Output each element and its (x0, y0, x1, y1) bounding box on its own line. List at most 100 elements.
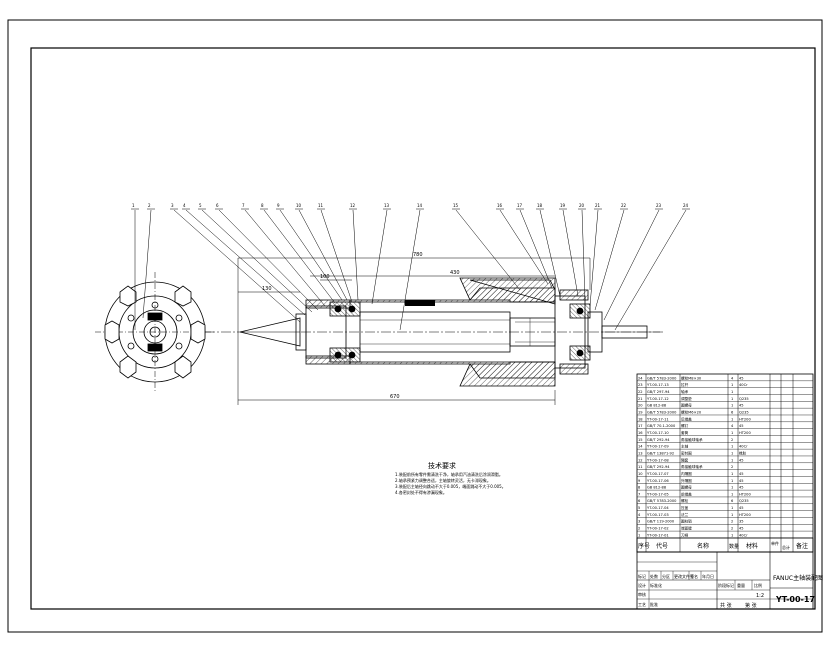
tb-stage: 阶段标记 (718, 582, 734, 588)
bom-cell-code: GB/T 70.1-2000 (647, 424, 676, 428)
callout-leader (263, 209, 336, 304)
callout-label: 17 (517, 203, 523, 208)
callout-leader (499, 209, 549, 285)
tb-design: 设计 (638, 582, 646, 588)
bom-cell-name: 法兰 (681, 512, 689, 517)
callout-label: 5 (199, 203, 202, 208)
callout-label: 9 (277, 203, 280, 208)
bom-cell-no: 18 (638, 417, 643, 421)
bom-cell-qty: 4 (731, 424, 734, 428)
callout-label: 3 (171, 203, 174, 208)
bom-cell-name: 圆螺母 (681, 485, 692, 490)
callout-leader (455, 209, 521, 291)
bom-cell-code: YT-00-17-13 (647, 383, 669, 387)
bom-cell-name: 圆螺母 (681, 403, 692, 408)
bom-cell-code: GB/T 5783-2000 (647, 410, 677, 414)
callout-label: 23 (656, 203, 662, 208)
callout-label: 15 (453, 203, 459, 208)
bom-cell-qty: 2 (731, 465, 733, 469)
bom-cell-code: YT-00-17-05 (647, 492, 669, 496)
bom-cell-material: 40Cr (739, 445, 748, 449)
bom-cell-material: HT200 (739, 492, 751, 496)
callout-label: 8 (261, 203, 264, 208)
callout-leader (603, 209, 660, 321)
bom-header-name: 名称 (697, 542, 709, 550)
bom-cell-no: 6 (638, 499, 641, 503)
callout-leader (279, 209, 343, 301)
bom-cell-qty: 1 (731, 472, 733, 476)
bom-cell-no: 1 (638, 533, 640, 537)
callout-leader (614, 209, 687, 331)
tb-ratio: 比例 (754, 582, 762, 588)
bom-cell-no: 14 (638, 445, 643, 449)
callout-label: 4 (183, 203, 186, 208)
tech-line-2: 2.轴承预紧力调整合适，主轴旋转灵活，无卡滞现象。 (395, 477, 491, 483)
bom-cell-name: 轴承 (681, 389, 689, 394)
callout-label: 2 (148, 203, 151, 208)
section-view (205, 277, 665, 387)
bom-cell-name: 套筒 (681, 430, 689, 435)
bom-cell-no: 17 (638, 424, 643, 428)
bom-cell-name: 螺栓M6×20 (681, 409, 702, 414)
tb-date: 年月日 (702, 573, 714, 579)
tb-sheet-of: 第 张 (745, 602, 757, 609)
dim-overall: 670 (390, 394, 400, 400)
bom-cell-code: GB/T 297-94 (647, 390, 670, 394)
bom-cell-name: 拉杆 (681, 382, 689, 387)
bom-cell-no: 21 (638, 397, 643, 401)
callout-label: 16 (497, 203, 503, 208)
bom-cell-material: 45 (739, 486, 744, 490)
bom-cell-code: YT-00-17-08 (647, 458, 669, 462)
dim-small: 100 (320, 274, 330, 280)
bom-cell-no: 11 (638, 465, 643, 469)
callout-leader (185, 209, 306, 316)
bom-cell-name: 外隔圈 (681, 478, 692, 483)
callout-leader (298, 209, 348, 301)
tb-mark: 标记 (638, 573, 646, 579)
bom-cell-material: 45 (739, 472, 744, 476)
bom-cell-material: Q235 (739, 397, 749, 401)
bom-cell-qty: 6 (731, 410, 734, 414)
bom-cell-code: YT-00-17-01 (647, 533, 669, 537)
callout-leader (589, 209, 599, 307)
bom-cell-no: 13 (638, 451, 643, 455)
bom-cell-material: 45 (739, 376, 744, 380)
bom-cell-qty: 1 (731, 397, 733, 401)
bom-cell-no: 23 (638, 383, 643, 387)
bom-cell-material: HT200 (739, 431, 751, 435)
dim-front: 130 (262, 286, 272, 292)
callout-leader (142, 209, 152, 319)
drawing-name: FANUC主轴装配图 (773, 574, 823, 582)
callout-label: 21 (595, 203, 601, 208)
bom-cell-code: GB/T 119-2000 (647, 520, 675, 524)
bom-cell-code: GB/T 292-94 (647, 438, 670, 442)
bom-cell-material: 45 (739, 479, 744, 483)
tech-line-1: 1.装配前所有零件需清洗干净，轴承用汽油清洗后涂润滑脂。 (395, 471, 503, 477)
bom-cell-qty: 2 (731, 438, 733, 442)
bom-cell-material: 橡胶 (739, 450, 747, 455)
bom-cell-code: GB/T 13871-92 (647, 451, 674, 455)
bom-cell-code: YT-00-17-11 (647, 417, 669, 421)
bom-cell-no: 8 (638, 486, 641, 490)
bom-cell-code: YT-00-17-10 (647, 431, 669, 435)
bom-header-remark: 备注 (796, 542, 808, 550)
bom-cell-name: 螺钉 (681, 423, 689, 428)
bom-header-mat: 材料 (746, 542, 758, 550)
title-block (636, 551, 814, 610)
bom-cell-code: YT-00-17-07 (647, 472, 669, 476)
dim-inner: 430 (450, 270, 460, 276)
bom-cell-name: 前端盖 (681, 491, 692, 496)
bom-cell-name: 螺栓M8×30 (681, 375, 702, 380)
tb-review: 审核 (638, 591, 646, 597)
tech-title: 技术要求 (428, 461, 456, 470)
bom-cell-name: 主轴 (681, 444, 689, 449)
bom-cell-code: YT-00-17-04 (647, 506, 669, 510)
callout-leader (173, 209, 301, 323)
callout-label: 13 (384, 203, 390, 208)
bom-cell-no: 5 (638, 506, 640, 510)
bom-cell-no: 24 (638, 376, 643, 380)
tb-approve: 批准 (650, 601, 658, 607)
bom-cell-name: 隔套 (681, 457, 689, 462)
bom-cell-name: 端面键 (681, 526, 692, 531)
bom-cell-code: YT-00-17-12 (647, 397, 669, 401)
